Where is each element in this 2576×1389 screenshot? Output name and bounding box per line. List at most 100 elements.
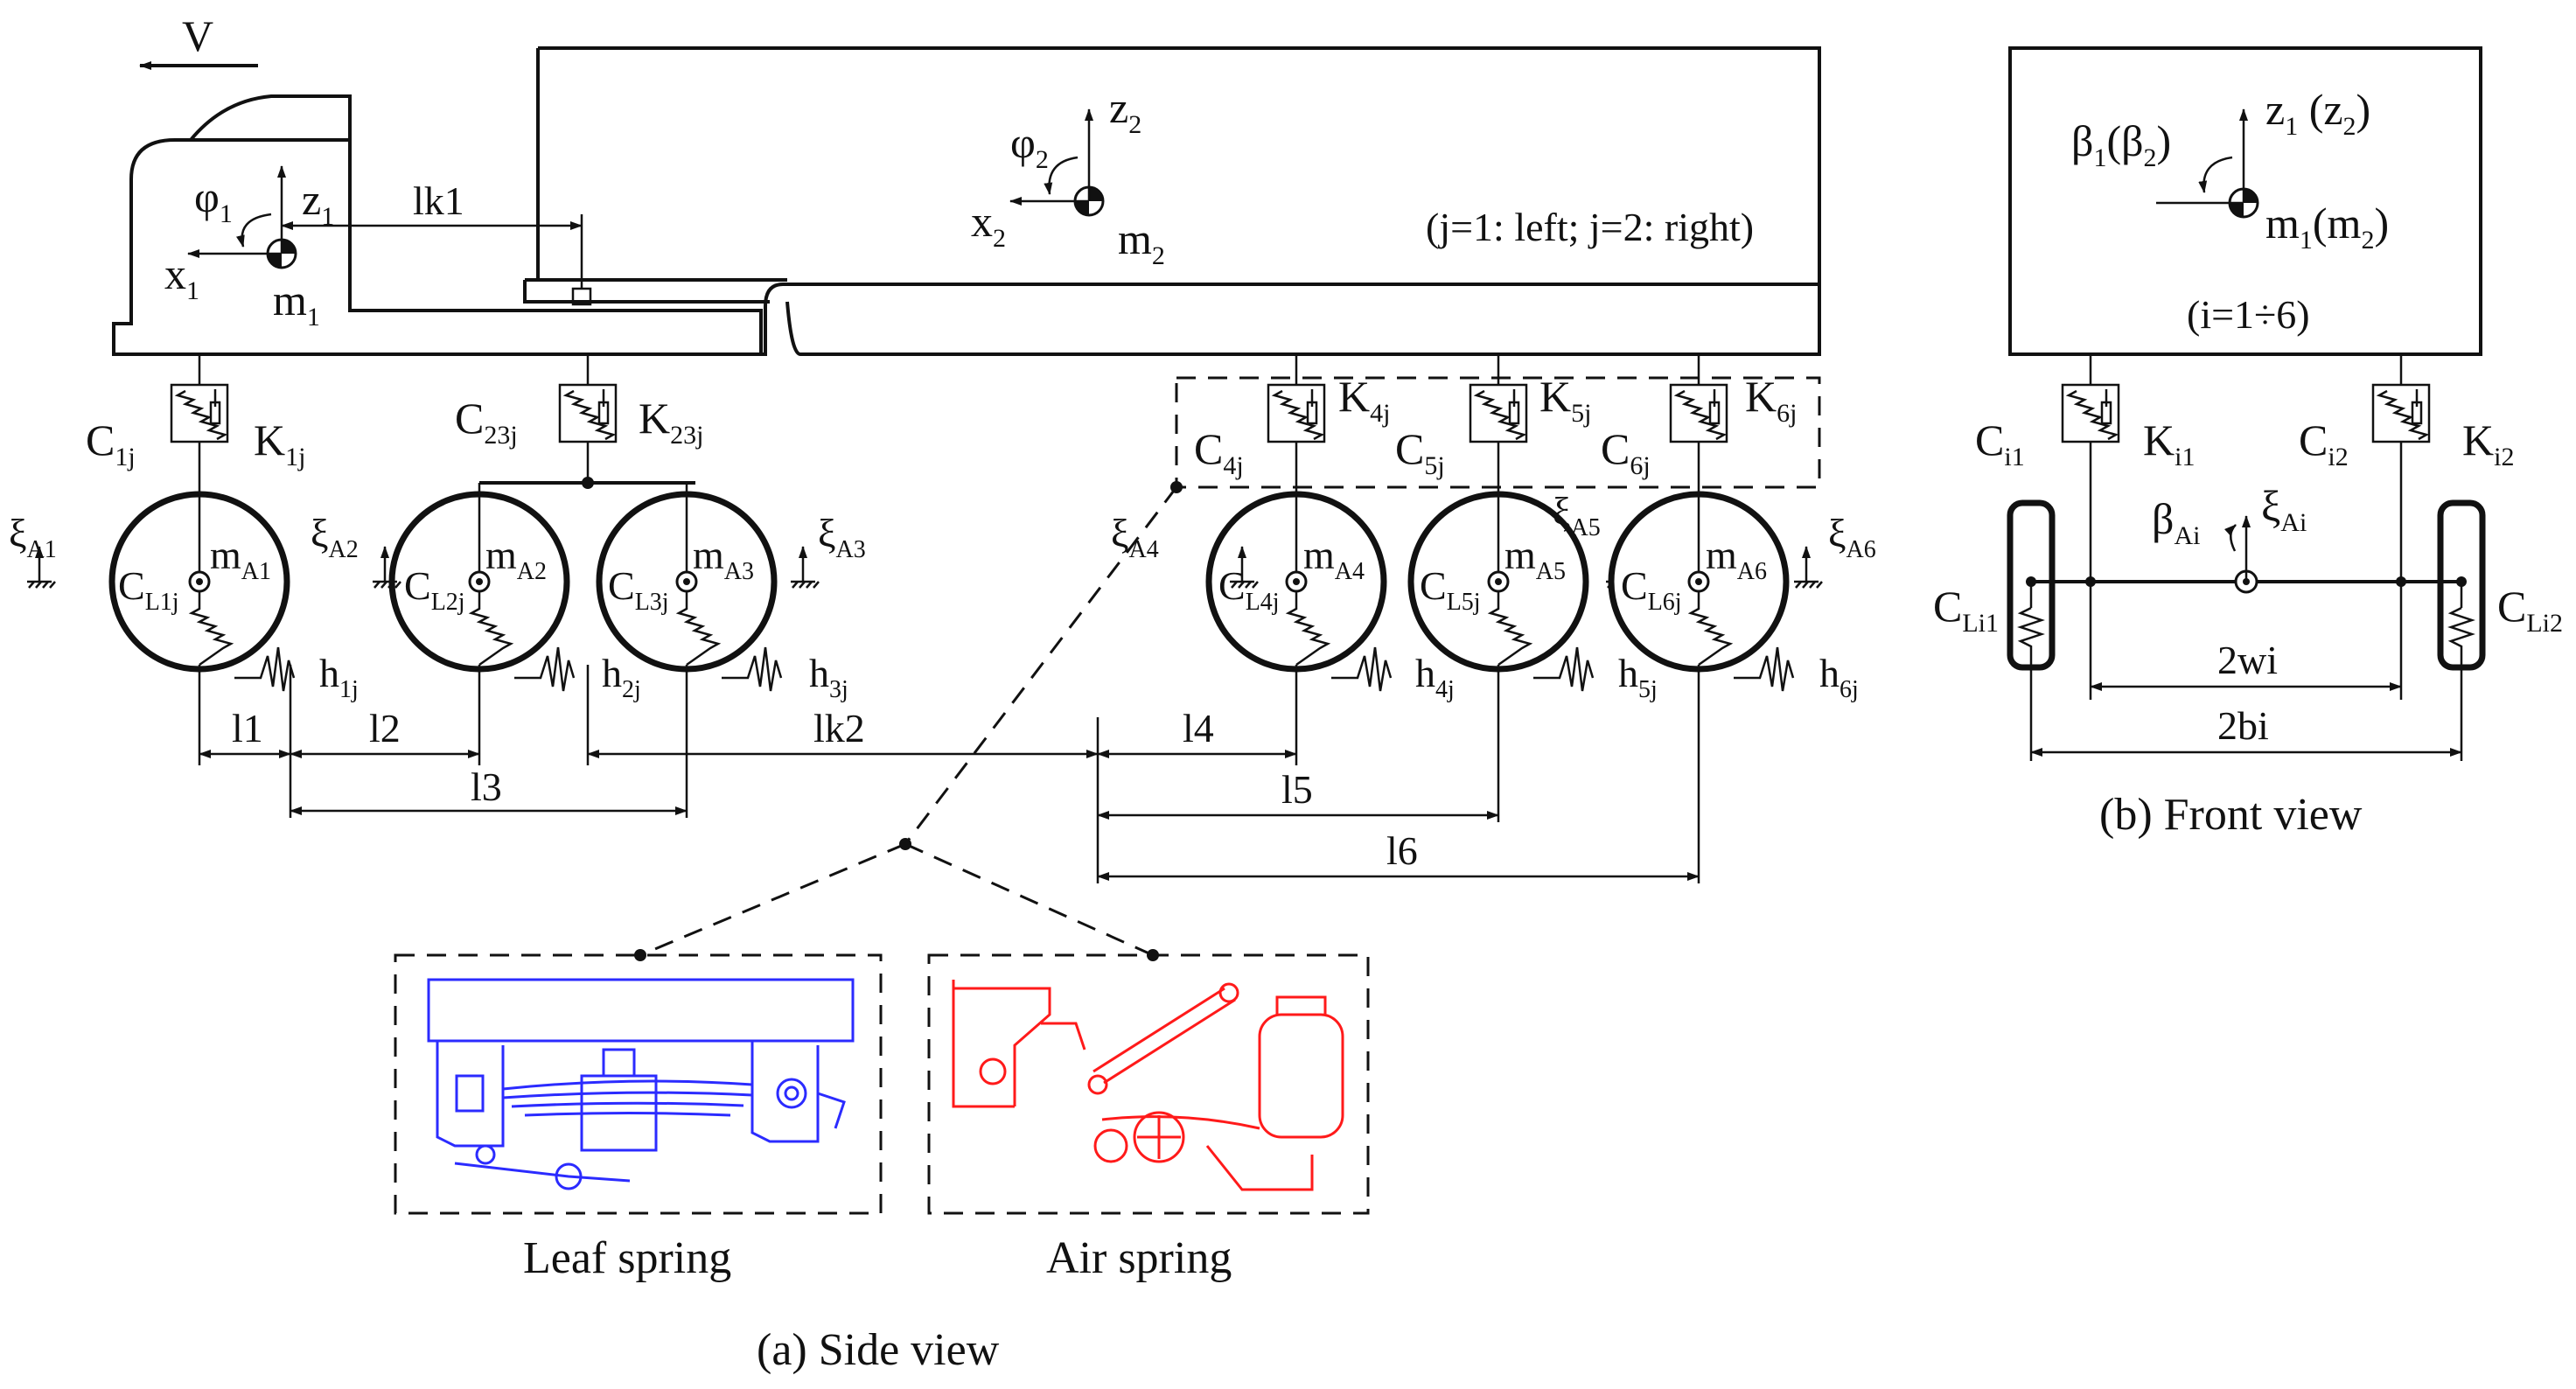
suspension-23 <box>558 354 618 483</box>
front-dimensions: 2wi 2bi <box>2029 582 2463 761</box>
cab-phi: φ <box>194 172 220 221</box>
ki2-label: K <box>2462 415 2494 464</box>
ground-excitation-symbol <box>1794 546 1823 589</box>
tyre-stiffness-label-4: CL4j <box>1218 563 1280 616</box>
dim-2wi: 2wi <box>2217 638 2278 682</box>
svg-text:K4j: K4j <box>1338 372 1390 428</box>
svg-text:K5j: K5j <box>1539 372 1591 428</box>
svg-text:Ci1: Ci1 <box>1975 415 2025 471</box>
dimension-lines: l1 l2 l3 lk2 l4 l5 l6 <box>198 665 1700 883</box>
ground-excitation-symbol <box>791 546 820 589</box>
svg-text:K23j: K23j <box>639 394 703 450</box>
svg-text:x2: x2 <box>971 197 1006 253</box>
lk1-label: lk1 <box>413 178 464 223</box>
lk1-dimension: lk1 <box>281 178 583 289</box>
c23-label: C <box>455 394 484 443</box>
xi-label-4: ξA4 <box>1111 511 1159 563</box>
tractor-cab <box>112 94 763 356</box>
cab-phi-sub: 1 <box>220 199 233 228</box>
dim-lk2: lk2 <box>813 706 865 750</box>
svg-text:m1: m1 <box>273 276 320 332</box>
front-index-range: (i=1÷6) <box>2187 292 2310 337</box>
svg-text:x1: x1 <box>164 249 199 305</box>
dim-l4: l4 <box>1183 706 1214 750</box>
tyre-stiffness-label-2: CL2j <box>404 563 465 616</box>
svg-text:K1j: K1j <box>254 415 305 471</box>
mass-label-2: mA2 <box>485 533 547 585</box>
front-body <box>2008 46 2482 356</box>
svg-text:C5j: C5j <box>1395 424 1445 480</box>
front-suspension-left <box>2061 354 2120 582</box>
svg-text:K6j: K6j <box>1745 372 1797 428</box>
svg-text:z1: z1 <box>302 175 334 231</box>
svg-text:C6j: C6j <box>1601 424 1651 480</box>
cab-m-sub: 1 <box>307 303 320 332</box>
cli1-label: C <box>1933 582 1962 631</box>
road-profile-label-4: h4j <box>1415 651 1455 703</box>
road-profile-label-3: h3j <box>809 651 848 703</box>
tyre-stiffness-label-3: CL3j <box>608 563 669 616</box>
ci1-label: C <box>1975 415 2004 464</box>
svg-text:z1 (z2): z1 (z2) <box>2265 85 2370 141</box>
side-view-caption: (a) Side view <box>757 1325 1000 1375</box>
air-spring-inset <box>927 953 1370 1215</box>
svg-text:φ1: φ1 <box>194 172 233 228</box>
cli2-label: C <box>2497 582 2526 631</box>
k6-label: K <box>1745 372 1777 421</box>
beta-ai-label: β <box>2152 494 2174 543</box>
svg-text:βAi: βAi <box>2152 494 2200 550</box>
side-index-note: (j=1: left; j=2: right) <box>1426 205 1754 249</box>
suspension-5 <box>1469 354 1528 499</box>
svg-text:ξAi: ξAi <box>2261 481 2307 537</box>
trailer-phi-sub: 2 <box>1036 145 1049 174</box>
road-profile-label-2: h2j <box>602 651 641 703</box>
leaf-spring-label: Leaf spring <box>523 1233 731 1283</box>
road-profile-label-1: h1j <box>319 651 359 703</box>
xi-label-6: ξA6 <box>1828 511 1876 563</box>
k1-label: K <box>254 415 285 464</box>
front-center-of-gravity <box>2156 108 2259 219</box>
svg-text:m2: m2 <box>1118 214 1165 270</box>
tyre-stiffness-label-1: CL1j <box>118 563 179 616</box>
mass-label-1: mA1 <box>210 533 271 585</box>
k23-label: K <box>639 394 670 443</box>
svg-text:CLi1: CLi1 <box>1933 582 1999 638</box>
mass-label-4: mA4 <box>1303 533 1365 585</box>
road-profile-label-6: h6j <box>1819 651 1859 703</box>
svg-text:C1j: C1j <box>86 415 136 471</box>
cab-m: m <box>273 276 307 325</box>
svg-text:m1(m2): m1(m2) <box>2265 199 2389 255</box>
xi-label-1: ξA1 <box>9 511 57 563</box>
cab-x: x <box>164 249 186 298</box>
c6-label: C <box>1601 424 1630 473</box>
air-spring-label: Air spring <box>1046 1233 1232 1283</box>
cab-z: z <box>302 175 321 224</box>
front-view-caption: (b) Front view <box>2099 790 2363 840</box>
suspension-units <box>170 354 1728 499</box>
ground-excitation-symbol <box>27 546 56 589</box>
svg-text:φ2: φ2 <box>1010 118 1049 174</box>
ground-excitation-symbol <box>1230 546 1259 589</box>
c5-label: C <box>1395 424 1424 473</box>
suspension-1 <box>170 354 229 499</box>
ci2-label: C <box>2299 415 2328 464</box>
ground-excitation-symbol <box>373 546 401 589</box>
k4-label: K <box>1338 372 1370 421</box>
svg-text:C23j: C23j <box>455 394 518 450</box>
trailer-phi: φ <box>1010 118 1036 167</box>
tyre-stiffness-label-6: CL6j <box>1621 563 1682 616</box>
xi-label-5: ξA5 <box>1553 489 1601 541</box>
mass-label-5: mA5 <box>1504 533 1566 585</box>
trailer-center-of-gravity <box>1009 108 1105 217</box>
velocity-label: V <box>182 11 213 60</box>
trailer-m: m <box>1118 214 1152 263</box>
dim-l5: l5 <box>1281 767 1313 812</box>
svg-text:z2: z2 <box>1109 83 1141 139</box>
front-axle <box>2007 499 2486 671</box>
cab-center-of-gravity <box>187 165 297 269</box>
